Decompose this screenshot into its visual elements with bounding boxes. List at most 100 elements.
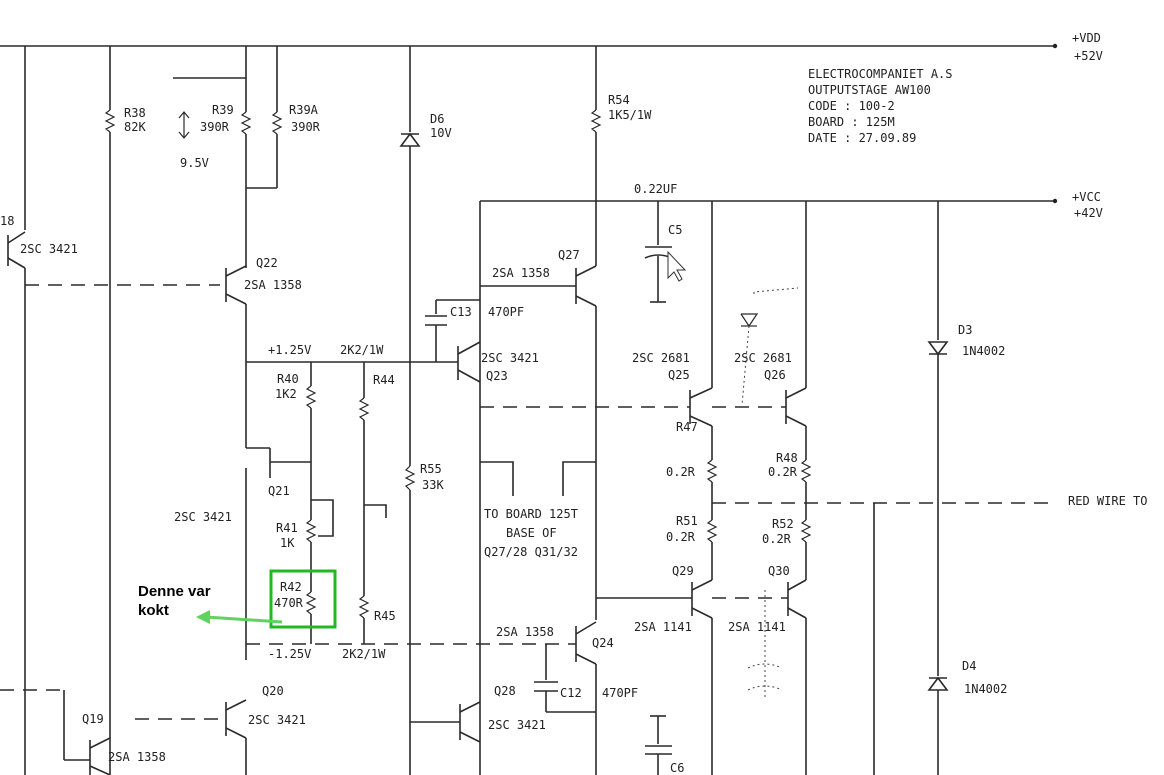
label-q23-type: 2SC 3421	[481, 351, 539, 365]
annotation-arrow-line	[205, 615, 283, 624]
annotation-line-2: kokt	[138, 602, 169, 619]
r44-resistor	[358, 362, 387, 596]
label-c13: C13	[450, 305, 472, 319]
r41-potentiometer	[305, 499, 334, 592]
q30-transistor	[712, 579, 807, 775]
label-r39a-value: 390R	[291, 120, 321, 134]
board-connector	[480, 461, 596, 496]
label-board-line-3: Q27/28 Q31/32	[484, 545, 578, 559]
label-r51: R51	[676, 514, 698, 528]
r38-resistor	[104, 46, 116, 775]
mouse-cursor-icon	[667, 250, 687, 282]
label-q25: Q25	[668, 368, 690, 382]
title-line-4: BOARD : 125M	[808, 115, 895, 129]
label-q28: Q28	[494, 684, 516, 698]
c12-capacitor	[534, 644, 596, 713]
label-9-5v: 9.5V	[180, 156, 209, 170]
q19-transistor	[0, 689, 111, 775]
label-r45-rating: 2K2/1W	[342, 647, 386, 661]
label-q19-type: 2SA 1358	[108, 750, 166, 764]
label-d3: D3	[958, 323, 972, 337]
q26-transistor	[712, 201, 812, 580]
q20-transistor	[135, 699, 247, 775]
label-q26-type: 2SC 2681	[734, 351, 792, 365]
q29-transistor	[596, 579, 713, 775]
label-r55-value: 33K	[422, 478, 444, 492]
label-plus-1-25v: +1.25V	[268, 343, 311, 357]
title-line-3: CODE : 100-2	[808, 99, 895, 113]
label-q28-type: 2SC 3421	[488, 718, 546, 732]
pencil-mark-lower	[747, 590, 783, 700]
r39-network	[173, 46, 283, 268]
label-q21: Q21	[268, 484, 290, 498]
d6-zener	[399, 46, 421, 775]
label-c12-value: 470PF	[602, 686, 638, 700]
label-q21-type: 2SC 3421	[174, 510, 232, 524]
label-q18-type: 2SC 3421	[20, 242, 78, 256]
label-c13-value: 470PF	[488, 305, 524, 319]
label-d4: D4	[962, 659, 976, 673]
label-q30-type: 2SA 1141	[728, 620, 786, 634]
q25-transistor	[689, 201, 718, 580]
label-d3-value: 1N4002	[962, 344, 1005, 358]
r40-resistor	[305, 362, 317, 520]
q21-transistor	[245, 447, 311, 660]
label-r40-value: 1K2	[275, 387, 297, 401]
label-q29-type: 2SA 1141	[634, 620, 692, 634]
label-board-line-2: BASE OF	[506, 526, 557, 540]
annotation-line-1: Denne var	[138, 583, 211, 600]
label-q20-type: 2SC 3421	[248, 713, 306, 727]
vcc-label: +VCC	[1072, 190, 1101, 204]
label-q27-type: 2SA 1358	[492, 266, 550, 280]
r45-resistor	[358, 595, 370, 644]
vcc-voltage: +42V	[1074, 206, 1103, 220]
label-d4-value: 1N4002	[964, 682, 1007, 696]
label-r48: R48	[776, 451, 798, 465]
q22-transistor	[225, 265, 247, 448]
label-r51-value: 0.2R	[666, 530, 696, 544]
label-r55: R55	[420, 462, 442, 476]
red-wire-label: RED WIRE TO	[1068, 494, 1147, 508]
label-c5: C5	[668, 223, 682, 237]
label-r39: R39	[212, 103, 234, 117]
label-r44-rating: 2K2/1W	[340, 343, 384, 357]
label-q26: Q26	[764, 368, 786, 382]
label-q18: 18	[0, 214, 14, 228]
label-d6: D6	[430, 112, 444, 126]
r54-resistor	[590, 46, 602, 266]
label-r47-value: 0.2R	[666, 465, 696, 479]
title-line-2: OUTPUTSTAGE AW100	[808, 83, 931, 97]
label-r48-value: 0.2R	[768, 465, 798, 479]
vdd-voltage: +52V	[1074, 49, 1103, 63]
q28-transistor	[410, 701, 481, 743]
q27-transistor	[480, 265, 597, 620]
pencil-mark-diode	[740, 287, 799, 406]
label-q23: Q23	[486, 369, 508, 383]
q23-transistor	[246, 341, 690, 408]
label-q22-type: 2SA 1358	[244, 278, 302, 292]
label-c5-value: 0.22UF	[634, 182, 677, 196]
vdd-label: +VDD	[1072, 31, 1101, 45]
label-r40: R40	[277, 372, 299, 386]
label-q19: Q19	[82, 712, 104, 726]
label-r38: R38	[124, 106, 146, 120]
d3-diode	[927, 201, 949, 676]
label-r42-value: 470R	[274, 596, 304, 610]
label-q24: Q24	[592, 636, 614, 650]
label-r41-value: 1K	[280, 536, 295, 550]
label-q29: Q29	[672, 564, 694, 578]
label-q22: Q22	[256, 256, 278, 270]
label-c6: C6	[670, 761, 684, 775]
label-r42: R42	[280, 580, 302, 594]
label-q27: Q27	[558, 248, 580, 262]
label-r44: R44	[373, 373, 395, 387]
vdd-rail	[0, 43, 1058, 49]
q24-transistor	[575, 621, 597, 775]
c5-capacitor	[644, 201, 673, 303]
label-r54-value: 1K5/1W	[608, 108, 652, 122]
title-line-5: DATE : 27.09.89	[808, 131, 916, 145]
label-c12: C12	[560, 686, 582, 700]
title-block: ELECTROCOMPANIET A.S OUTPUTSTAGE AW100 C…	[808, 67, 953, 145]
arrow-left-icon	[196, 610, 210, 624]
